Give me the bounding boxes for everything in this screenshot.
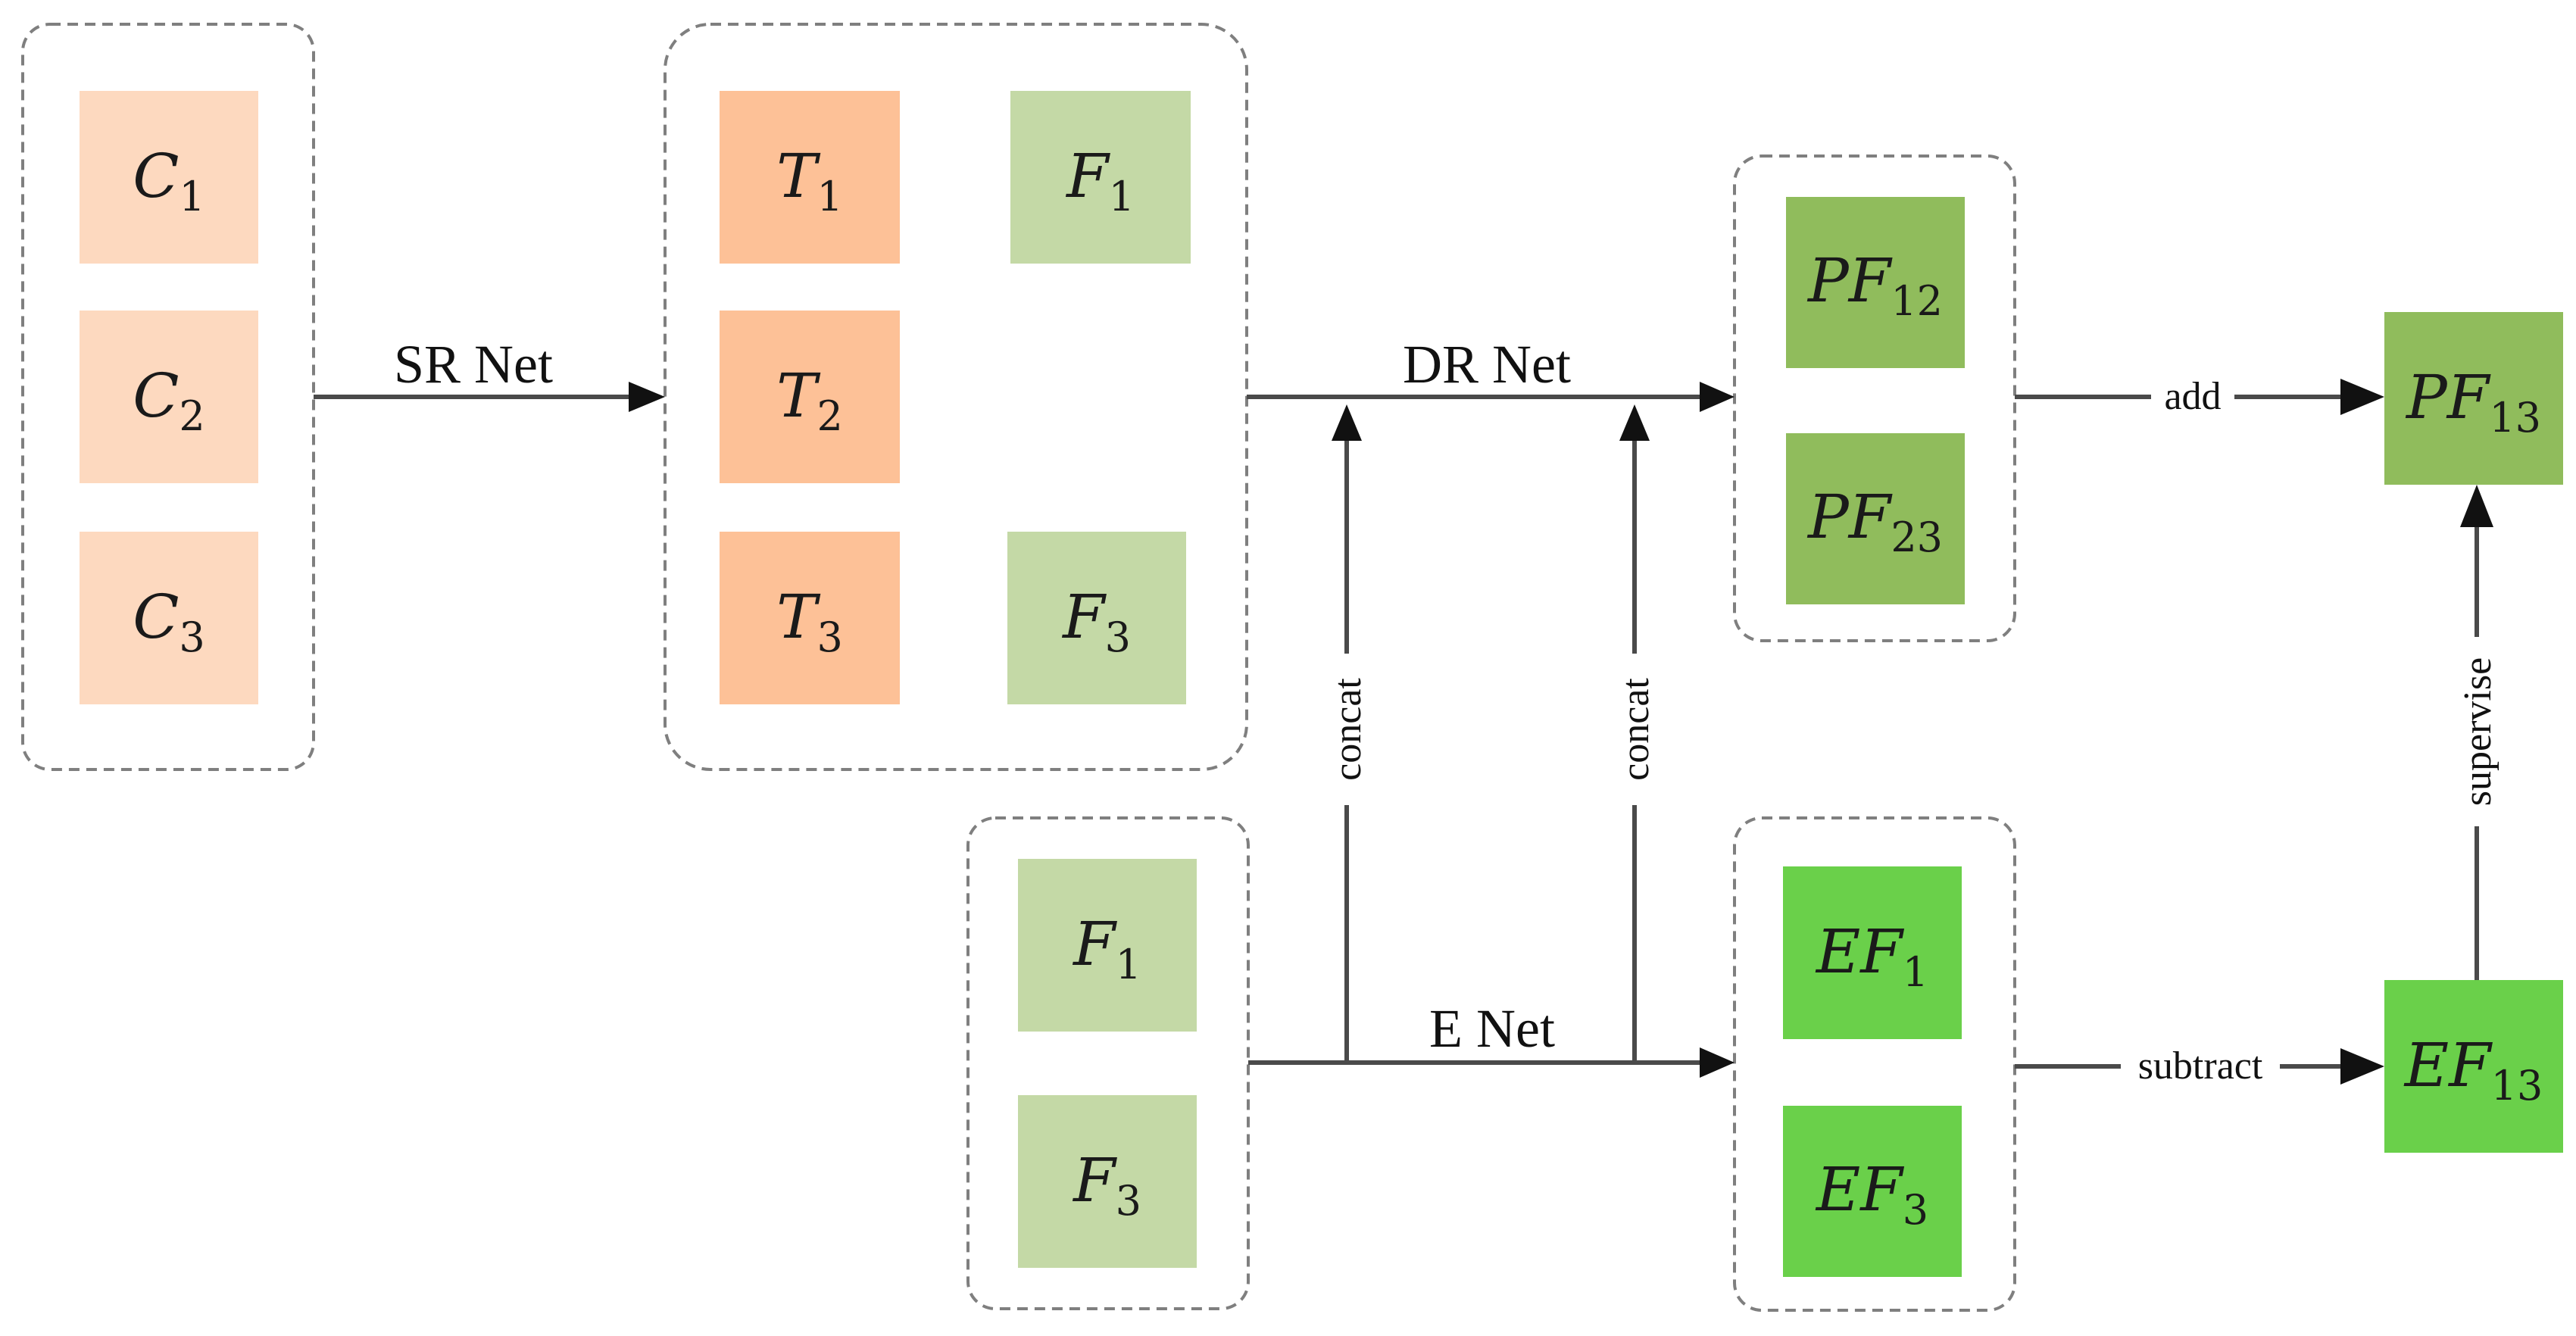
node-pf23: PF23 — [1786, 433, 1965, 604]
svg-text:F1: F1 — [1072, 909, 1141, 988]
node-t2: T2 — [720, 311, 900, 483]
sr-net-arrowhead — [629, 382, 665, 412]
supervise-label: supervise — [2456, 657, 2500, 806]
add-label: add — [2164, 375, 2221, 418]
svg-text:C3: C3 — [133, 582, 205, 661]
svg-text:EF3: EF3 — [1815, 1154, 1928, 1234]
node-f3-top: F3 — [1007, 532, 1186, 704]
svg-text:C1: C1 — [133, 141, 205, 220]
node-f1-top: F1 — [1010, 91, 1191, 264]
subtract-label-mask — [2121, 1041, 2280, 1089]
concat-left-label-mask — [1324, 654, 1369, 805]
node-c3: C3 — [80, 532, 258, 704]
supervise-arrowhead — [2460, 485, 2493, 527]
svg-text:T3: T3 — [776, 582, 843, 661]
svg-text:EF13: EF13 — [2403, 1030, 2543, 1110]
add-label-mask — [2151, 371, 2234, 420]
e-net-label: E Net — [1429, 998, 1555, 1059]
group-ef-outputs — [1733, 816, 2016, 1312]
svg-text:T2: T2 — [776, 361, 843, 440]
concat-left-arrowhead — [1332, 404, 1362, 441]
group-pf-outputs — [1733, 155, 2016, 642]
node-pf12: PF12 — [1786, 197, 1965, 368]
concat-right-label: concat — [1614, 678, 1657, 781]
e-net-arrowhead — [1700, 1047, 1735, 1078]
node-c1: C1 — [80, 91, 258, 264]
subtract-label: subtract — [2138, 1044, 2263, 1088]
dr-net-arrowhead — [1700, 382, 1735, 412]
subtract-arrowhead — [2340, 1048, 2384, 1085]
svg-text:F1: F1 — [1065, 141, 1135, 220]
svg-text:EF1: EF1 — [1815, 916, 1928, 996]
svg-text:PF13: PF13 — [2405, 362, 2541, 442]
concat-right-arrowhead — [1619, 404, 1650, 441]
concat-left-label: concat — [1326, 678, 1369, 781]
svg-text:PF12: PF12 — [1806, 245, 1943, 325]
node-f3-bottom: F3 — [1018, 1095, 1197, 1268]
svg-text:T1: T1 — [776, 141, 843, 220]
add-arrowhead — [2340, 379, 2384, 415]
node-t1: T1 — [720, 91, 900, 264]
node-f1-bottom: F1 — [1018, 859, 1197, 1032]
svg-text:F3: F3 — [1072, 1145, 1141, 1225]
svg-text:PF23: PF23 — [1806, 482, 1943, 561]
node-ef1: EF1 — [1783, 866, 1962, 1039]
node-ef13: EF13 — [2384, 980, 2563, 1153]
node-pf13: PF13 — [2384, 312, 2563, 485]
node-ef3: EF3 — [1783, 1106, 1962, 1277]
node-c2: C2 — [80, 311, 258, 483]
sr-net-label: SR Net — [394, 334, 553, 395]
svg-text:F3: F3 — [1061, 582, 1131, 661]
supervise-label-mask — [2454, 637, 2500, 826]
dr-net-label: DR Net — [1403, 334, 1571, 395]
concat-right-label-mask — [1612, 654, 1657, 805]
group-f-inputs — [966, 816, 1250, 1310]
svg-text:C2: C2 — [133, 361, 205, 440]
node-t3: T3 — [720, 532, 900, 704]
